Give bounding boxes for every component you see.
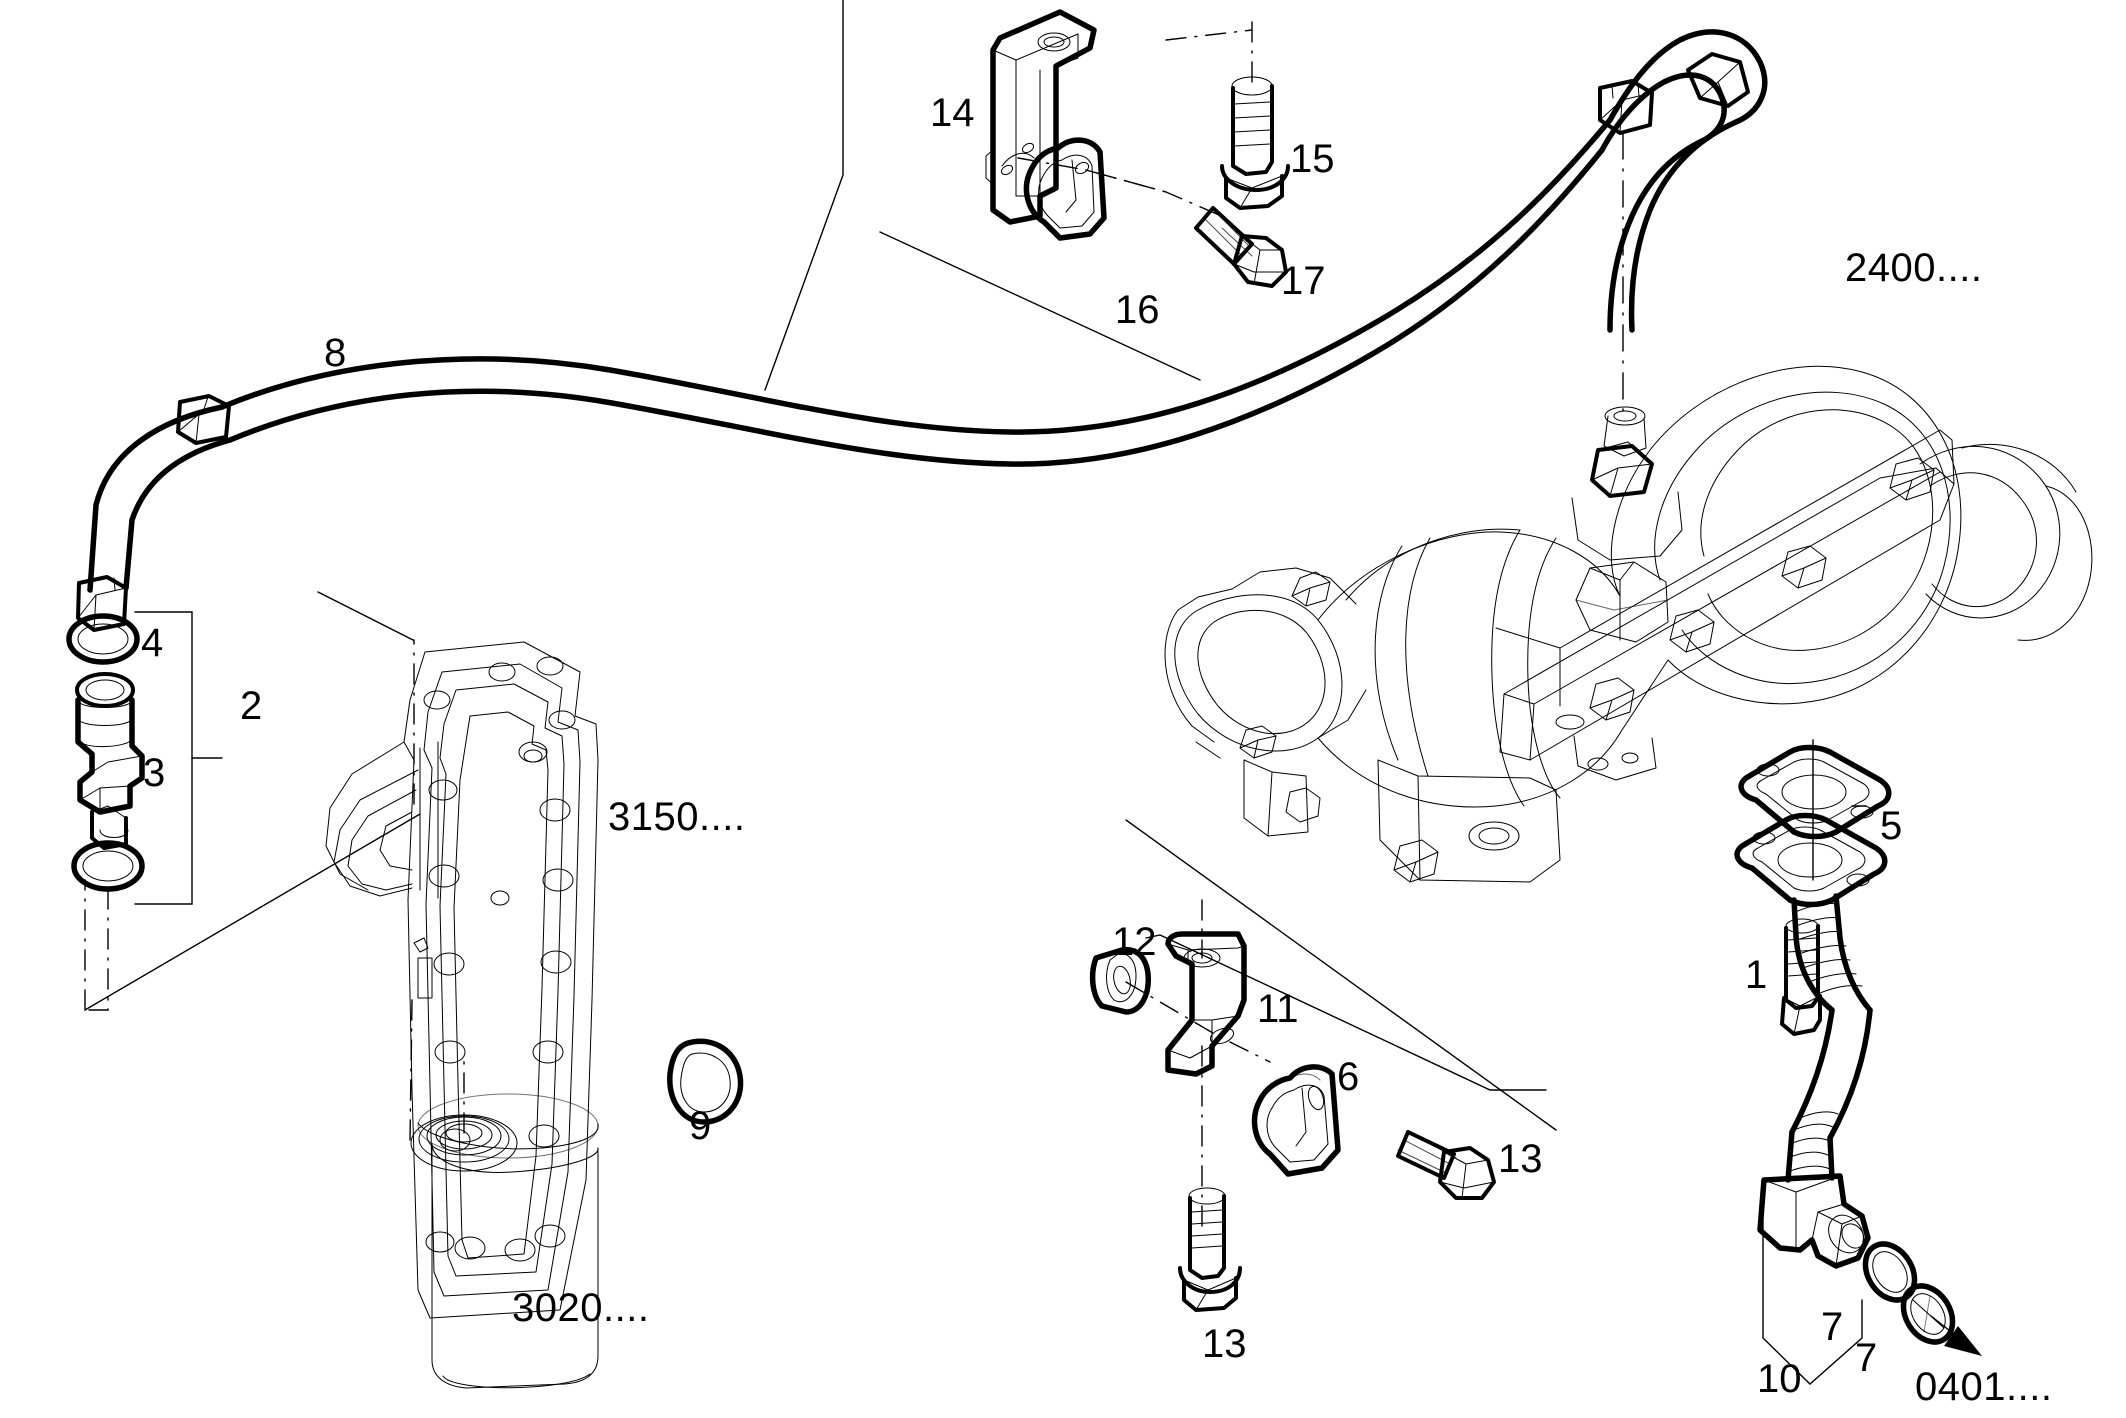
callout-17: 17 <box>1281 259 1326 303</box>
oil-drain-pipe <box>1757 893 1873 1269</box>
connector-fitting <box>75 672 145 850</box>
turbocharger <box>1164 365 2093 883</box>
callout-11: 11 <box>1257 987 1299 1031</box>
union-nut-left-upper <box>176 394 231 445</box>
construction-lines <box>764 0 1557 1131</box>
stud-bolt-15 <box>1220 76 1290 210</box>
union-collar-right <box>1686 52 1750 108</box>
oil-filter <box>410 1093 599 1389</box>
seal-ring-upper <box>66 613 140 665</box>
callout-7b: 7 <box>1855 1336 1878 1380</box>
oil-delivery-pipe <box>76 29 1768 632</box>
callout-7a: 7 <box>1821 1305 1844 1349</box>
union-nut-right-lower <box>1598 79 1654 135</box>
support-bracket-upper <box>985 9 1097 225</box>
spacer-bush-12 <box>1089 946 1151 1015</box>
screw-17 <box>1194 206 1288 288</box>
callout-13a: 13 <box>1498 1137 1543 1181</box>
mounting-rail <box>1495 429 1955 761</box>
callout-10: 10 <box>1757 1357 1802 1401</box>
callout-5: 5 <box>1880 804 1903 848</box>
callout-4: 4 <box>141 621 164 665</box>
seal-ring-drain-2 <box>1900 1283 1956 1345</box>
support-bracket-lower <box>1165 931 1247 1077</box>
screw-13-bottom <box>1178 1187 1242 1312</box>
group-ref-turbocharger: 2400.... <box>1845 246 1983 290</box>
callout-9: 9 <box>689 1104 712 1148</box>
screw-13-right <box>1396 1130 1496 1200</box>
callout-16: 16 <box>1115 288 1160 332</box>
oil-feed-boss <box>1571 406 1683 643</box>
group-bracket-2 <box>134 611 223 905</box>
callout-8: 8 <box>324 331 347 375</box>
gasket-pair <box>1734 744 1892 908</box>
group-ref-heat-exchanger: 3150.... <box>608 795 746 839</box>
group-ref-crankcase: 0401.... <box>1915 1365 2053 1409</box>
pipe-clamp-lower <box>1251 1064 1341 1177</box>
callout-13b: 13 <box>1202 1322 1247 1366</box>
callout-12: 12 <box>1112 920 1157 964</box>
callout-3: 3 <box>143 751 166 795</box>
callout-15: 15 <box>1290 137 1335 181</box>
o-ring-filter <box>667 1038 744 1125</box>
callout-2: 2 <box>240 684 263 728</box>
group-ref-oil-filter: 3020.... <box>512 1286 650 1330</box>
pipe-clamp-upper <box>1023 137 1107 241</box>
callout-1: 1 <box>1745 953 1768 997</box>
fixing-bolt-1 <box>1780 918 1822 1036</box>
heat-exchanger <box>325 641 599 1319</box>
callout-6: 6 <box>1337 1055 1360 1099</box>
callout-14: 14 <box>930 91 975 135</box>
